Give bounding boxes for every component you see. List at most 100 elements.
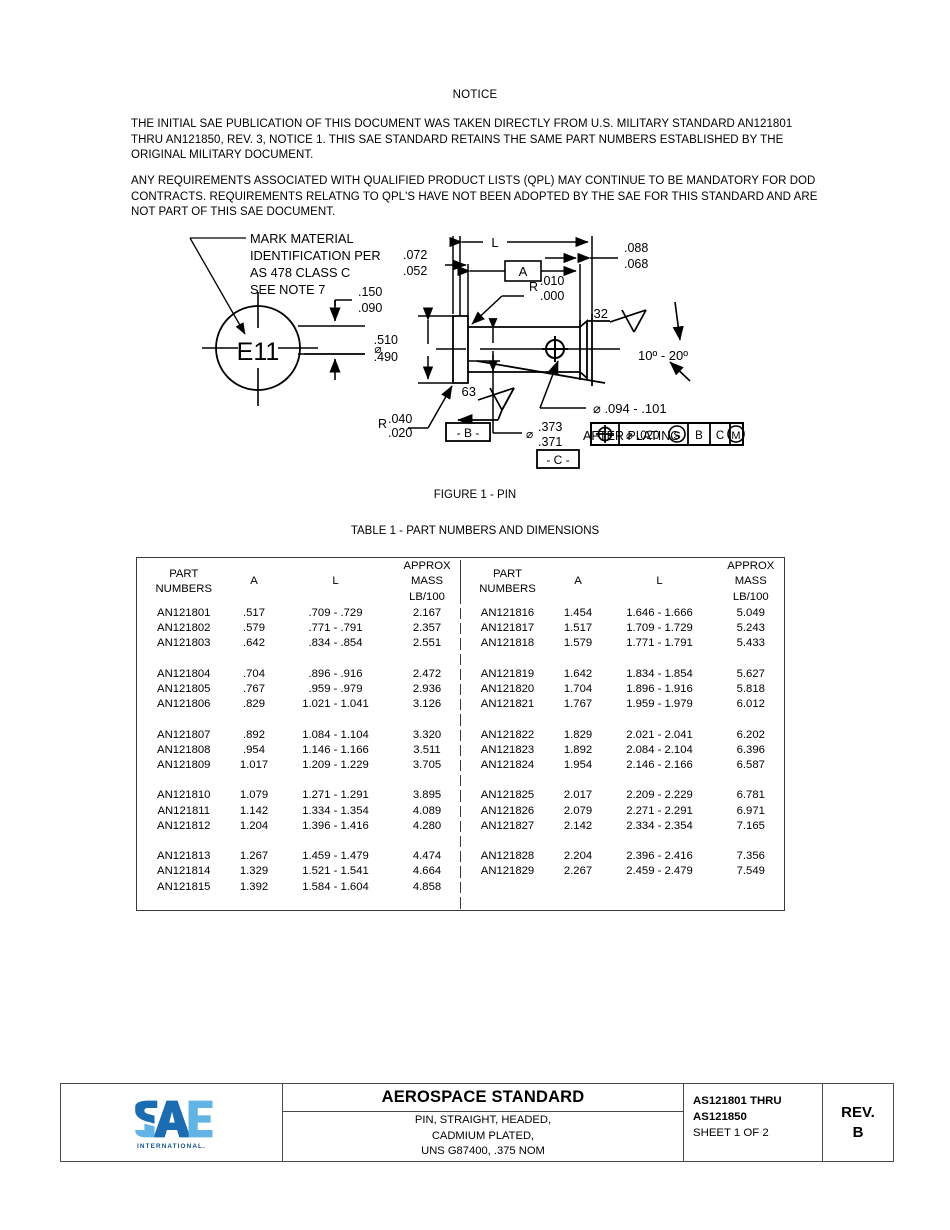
datum-c-label: - C - (546, 453, 569, 467)
cell-mass: 3.895 (412, 789, 442, 802)
cell-mass: 5.627 (736, 667, 765, 680)
cell-a: 1.892 (563, 743, 593, 756)
fillet-dimension (445, 236, 467, 314)
cell-a: 1.079 (239, 789, 269, 802)
fcf-datum-c: C (716, 430, 724, 442)
cell-mass: 2.472 (412, 667, 442, 680)
cell-a: 1.142 (239, 804, 269, 817)
cell-mass: 2.936 (412, 683, 442, 696)
dim-radius-min: .000 (540, 289, 564, 303)
cell-mass: 2.551 (412, 637, 442, 650)
cell-part-number: AN121817 (461, 621, 555, 636)
mark-note-line-2: IDENTIFICATION PER (250, 248, 381, 263)
cell-part-number: AN121810 (157, 789, 211, 802)
dim-fillet-max: .072 (403, 248, 427, 262)
cell-l (602, 880, 718, 895)
sae-international-label: INTERNATIONAL. (137, 1142, 206, 1150)
cell-part-number: AN121812 (157, 819, 211, 832)
cell-mass: 6.587 (736, 759, 765, 772)
dim-head-thick-min: .090 (358, 301, 382, 315)
head-diameter-dimension (418, 307, 453, 384)
cell-a: 1.642 (563, 667, 593, 680)
document-title: PIN, STRAIGHT, HEADED, CADMIUM PLATED, U… (283, 1112, 683, 1161)
cell-l: .959 - .979 (308, 683, 363, 696)
cell-mass: 6.781 (736, 789, 765, 802)
cell-mass: 4.474 (412, 850, 442, 863)
header-a-left: A (250, 575, 258, 588)
mark-note-leader (189, 237, 246, 335)
cell-mass: 7.165 (736, 819, 765, 832)
cell-part-number: AN121804 (157, 667, 211, 680)
cell-l: 1.896 - 1.916 (626, 683, 693, 696)
cell-a: .704 (243, 667, 265, 680)
cell-part-number: AN121828 (461, 849, 555, 864)
cell-a: 1.267 (239, 850, 269, 863)
diameter-symbol-head: ⌀ (374, 342, 381, 356)
table-bottom-pad (137, 895, 785, 911)
chamfer-angle-arrows (669, 301, 691, 382)
cell-l: 1.084 - 1.104 (302, 728, 369, 741)
radius-leader (471, 295, 524, 325)
cell-part-number: AN121820 (461, 682, 555, 697)
cell-mass: 4.664 (412, 865, 442, 878)
cell-part-number: AN121825 (461, 788, 555, 803)
cell-l: 1.209 - 1.229 (302, 759, 369, 772)
title-cell: AEROSPACE STANDARD PIN, STRAIGHT, HEADED… (283, 1084, 684, 1161)
dim-head-r-min: .020 (388, 426, 412, 440)
cell-l: 2.396 - 2.416 (626, 850, 693, 863)
cell-part-number: AN121818 (461, 636, 555, 651)
mark-note-line-4: SEE NOTE 7 (250, 282, 325, 297)
cell-l: 1.834 - 1.854 (626, 667, 693, 680)
header-part-numbers-right: PART NUMBERS (461, 558, 555, 607)
cell-part-number: AN121805 (157, 683, 211, 696)
fcf-s-circle-icon (668, 425, 686, 443)
cell-l: 2.084 - 2.104 (626, 743, 693, 756)
cell-a: 2.142 (563, 819, 593, 832)
title-line-2: CADMIUM PLATED, (431, 1129, 535, 1142)
document-number-line-1: AS121801 THRU (693, 1095, 782, 1107)
cell-a: 2.267 (563, 865, 593, 878)
cell-l: 1.271 - 1.291 (302, 789, 369, 802)
cell-a: 1.017 (239, 759, 269, 772)
cell-a: 1.704 (563, 683, 593, 696)
cell-mass: 2.167 (412, 607, 442, 619)
pin-side-view-outline (452, 314, 593, 386)
surface-finish-32-symbol (609, 309, 647, 333)
chamfer-angle-label: 10º - 20º (638, 348, 688, 363)
dim-point-min: .068 (624, 257, 648, 271)
surface-finish-32-label: 32 (594, 306, 608, 321)
table-group-spacer (137, 834, 785, 849)
dim-a-label: A (519, 264, 528, 279)
header-l-right: L (656, 575, 663, 588)
sheet-label: SHEET 1 OF 2 (693, 1127, 769, 1140)
figure-caption: FIGURE 1 - PIN (433, 489, 517, 501)
dim-length-label: L (491, 235, 498, 250)
notice-paragraph-2: ANY REQUIREMENTS ASSOCIATED WITH QUALIFI… (131, 175, 818, 219)
cell-mass: 3.126 (412, 698, 442, 711)
cell-l: 2.021 - 2.041 (626, 728, 693, 741)
table-caption: TABLE 1 - PART NUMBERS AND DIMENSIONS (350, 525, 600, 537)
revision-cell: REV. B (823, 1084, 893, 1161)
fcf-modifier-s: S (673, 430, 680, 442)
table-row: AN121805 .767 .959 - .979 2.936 AN121820 1.70… (137, 682, 785, 697)
fcf-diameter-symbol: ⌀ (626, 430, 633, 442)
cell-part-number: AN121822 (461, 728, 555, 743)
title-line-1: PIN, STRAIGHT, HEADED, (414, 1114, 552, 1127)
cell-mass (718, 880, 785, 895)
cell-part-number: AN121806 (157, 698, 211, 711)
cell-mass: 5.243 (736, 622, 765, 635)
cell-mass: 3.705 (412, 759, 442, 772)
document-number-cell: AS121801 THRU AS121850 SHEET 1 OF 2 (684, 1084, 823, 1161)
cell-part-number: AN121827 (461, 819, 555, 834)
cell-a: .767 (243, 683, 265, 696)
dim-shank-dia-min: .371 (538, 435, 562, 449)
fcf-tolerance: .020 (637, 430, 659, 442)
standard-type-label: AEROSPACE STANDARD (283, 1084, 683, 1112)
fcf-datum-b: B (695, 430, 703, 442)
cell-l: .709 - .729 (308, 607, 363, 619)
